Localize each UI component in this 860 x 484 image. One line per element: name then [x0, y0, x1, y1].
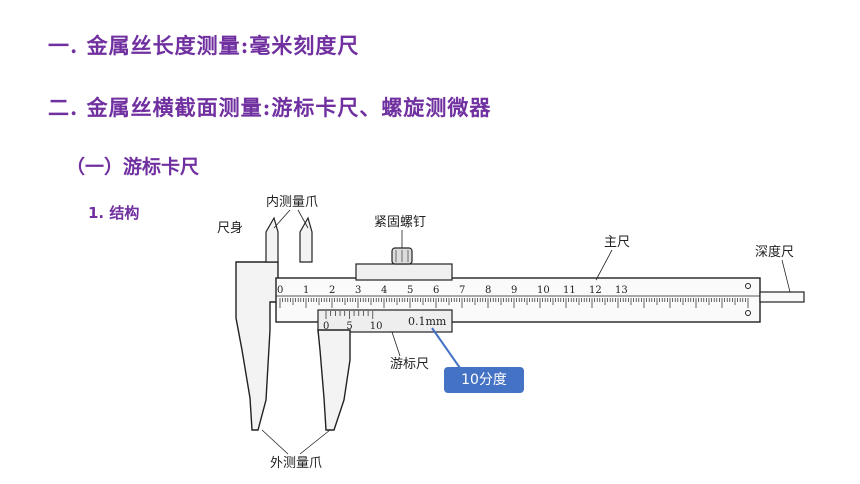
inner-jaw-movable [299, 216, 313, 263]
main-scale-number: 8 [485, 285, 491, 296]
callout-10-division: 10分度 [444, 367, 524, 393]
main-scale-number: 6 [433, 285, 439, 296]
label-body: 尺身 [217, 220, 243, 236]
slider-top [355, 263, 453, 281]
main-scale-number: 10 [537, 285, 550, 296]
main-scale-number: 2 [329, 285, 335, 296]
vernier-number: 0 [323, 321, 329, 332]
main-scale-number: 3 [355, 285, 361, 296]
vernier-number: 5 [346, 321, 352, 332]
label-vernier: 游标尺 [390, 357, 429, 372]
main-scale-number: 12 [589, 285, 602, 296]
depth-rod [759, 291, 805, 303]
main-scale-number: 11 [563, 285, 576, 296]
main-scale-number: 1 [303, 285, 309, 296]
label-lock-screw: 紧固螺钉 [374, 215, 426, 230]
section-title-vernier-caliper: （一）游标卡尺 [66, 156, 200, 178]
label-outer-jaws: 外测量爪 [270, 456, 322, 471]
main-scale-number: 5 [407, 285, 413, 296]
label-main-scale: 主尺 [604, 235, 630, 250]
heading-length-measurement: 一. 金属丝长度测量:毫米刻度尺 [48, 33, 360, 58]
label-inner-jaws: 内测量爪 [266, 194, 318, 210]
beam-end-screw-bottom [745, 310, 751, 316]
main-scale-number: 13 [615, 285, 628, 296]
inner-jaw-fixed [265, 216, 279, 263]
main-scale-number: 4 [381, 285, 387, 296]
label-depth-rod: 深度尺 [755, 244, 794, 260]
vernier-number: 10 [370, 321, 383, 332]
heading-cross-section-measurement: 二. 金属丝横截面测量:游标卡尺、螺旋测微器 [48, 95, 492, 120]
main-scale-number: 9 [511, 285, 517, 296]
label-precision: 0.1mm [408, 315, 447, 328]
callout-arrow [431, 327, 461, 369]
fixed-jaw [235, 261, 279, 431]
main-scale-number: 0 [277, 285, 283, 296]
subsection-title-structure: 1. 结构 [88, 204, 140, 222]
beam-end-screw-top [745, 283, 751, 289]
main-scale-number: 7 [459, 285, 465, 296]
movable-jaw[interactable] [317, 329, 351, 431]
vernier-plate[interactable] [317, 309, 453, 333]
